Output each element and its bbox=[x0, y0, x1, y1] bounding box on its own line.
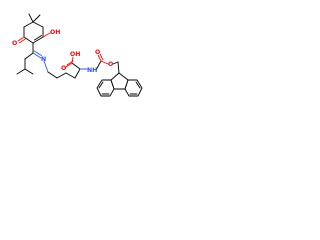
imine-nitrogen-label: N bbox=[41, 56, 46, 63]
dde-ring bbox=[17, 13, 51, 44]
imine-side-chain bbox=[16, 42, 42, 75]
lysine-backbone bbox=[43, 56, 88, 79]
carbamate-ether-oxygen-label: O bbox=[108, 61, 113, 68]
acid-carbonyl-oxygen-label: O bbox=[61, 65, 66, 72]
enol-hydroxyl-label: OH bbox=[50, 29, 60, 36]
carbamate-carbonyl-oxygen-label: O bbox=[95, 49, 100, 56]
acid-hydroxyl-label: OH bbox=[70, 51, 80, 58]
carbamate-nitrogen-label: NH bbox=[87, 67, 97, 74]
ketone-oxygen-label: O bbox=[12, 40, 17, 47]
chemical-structure: O OH N O OH NH O O bbox=[12, 13, 143, 97]
fmoc-group bbox=[95, 53, 143, 97]
